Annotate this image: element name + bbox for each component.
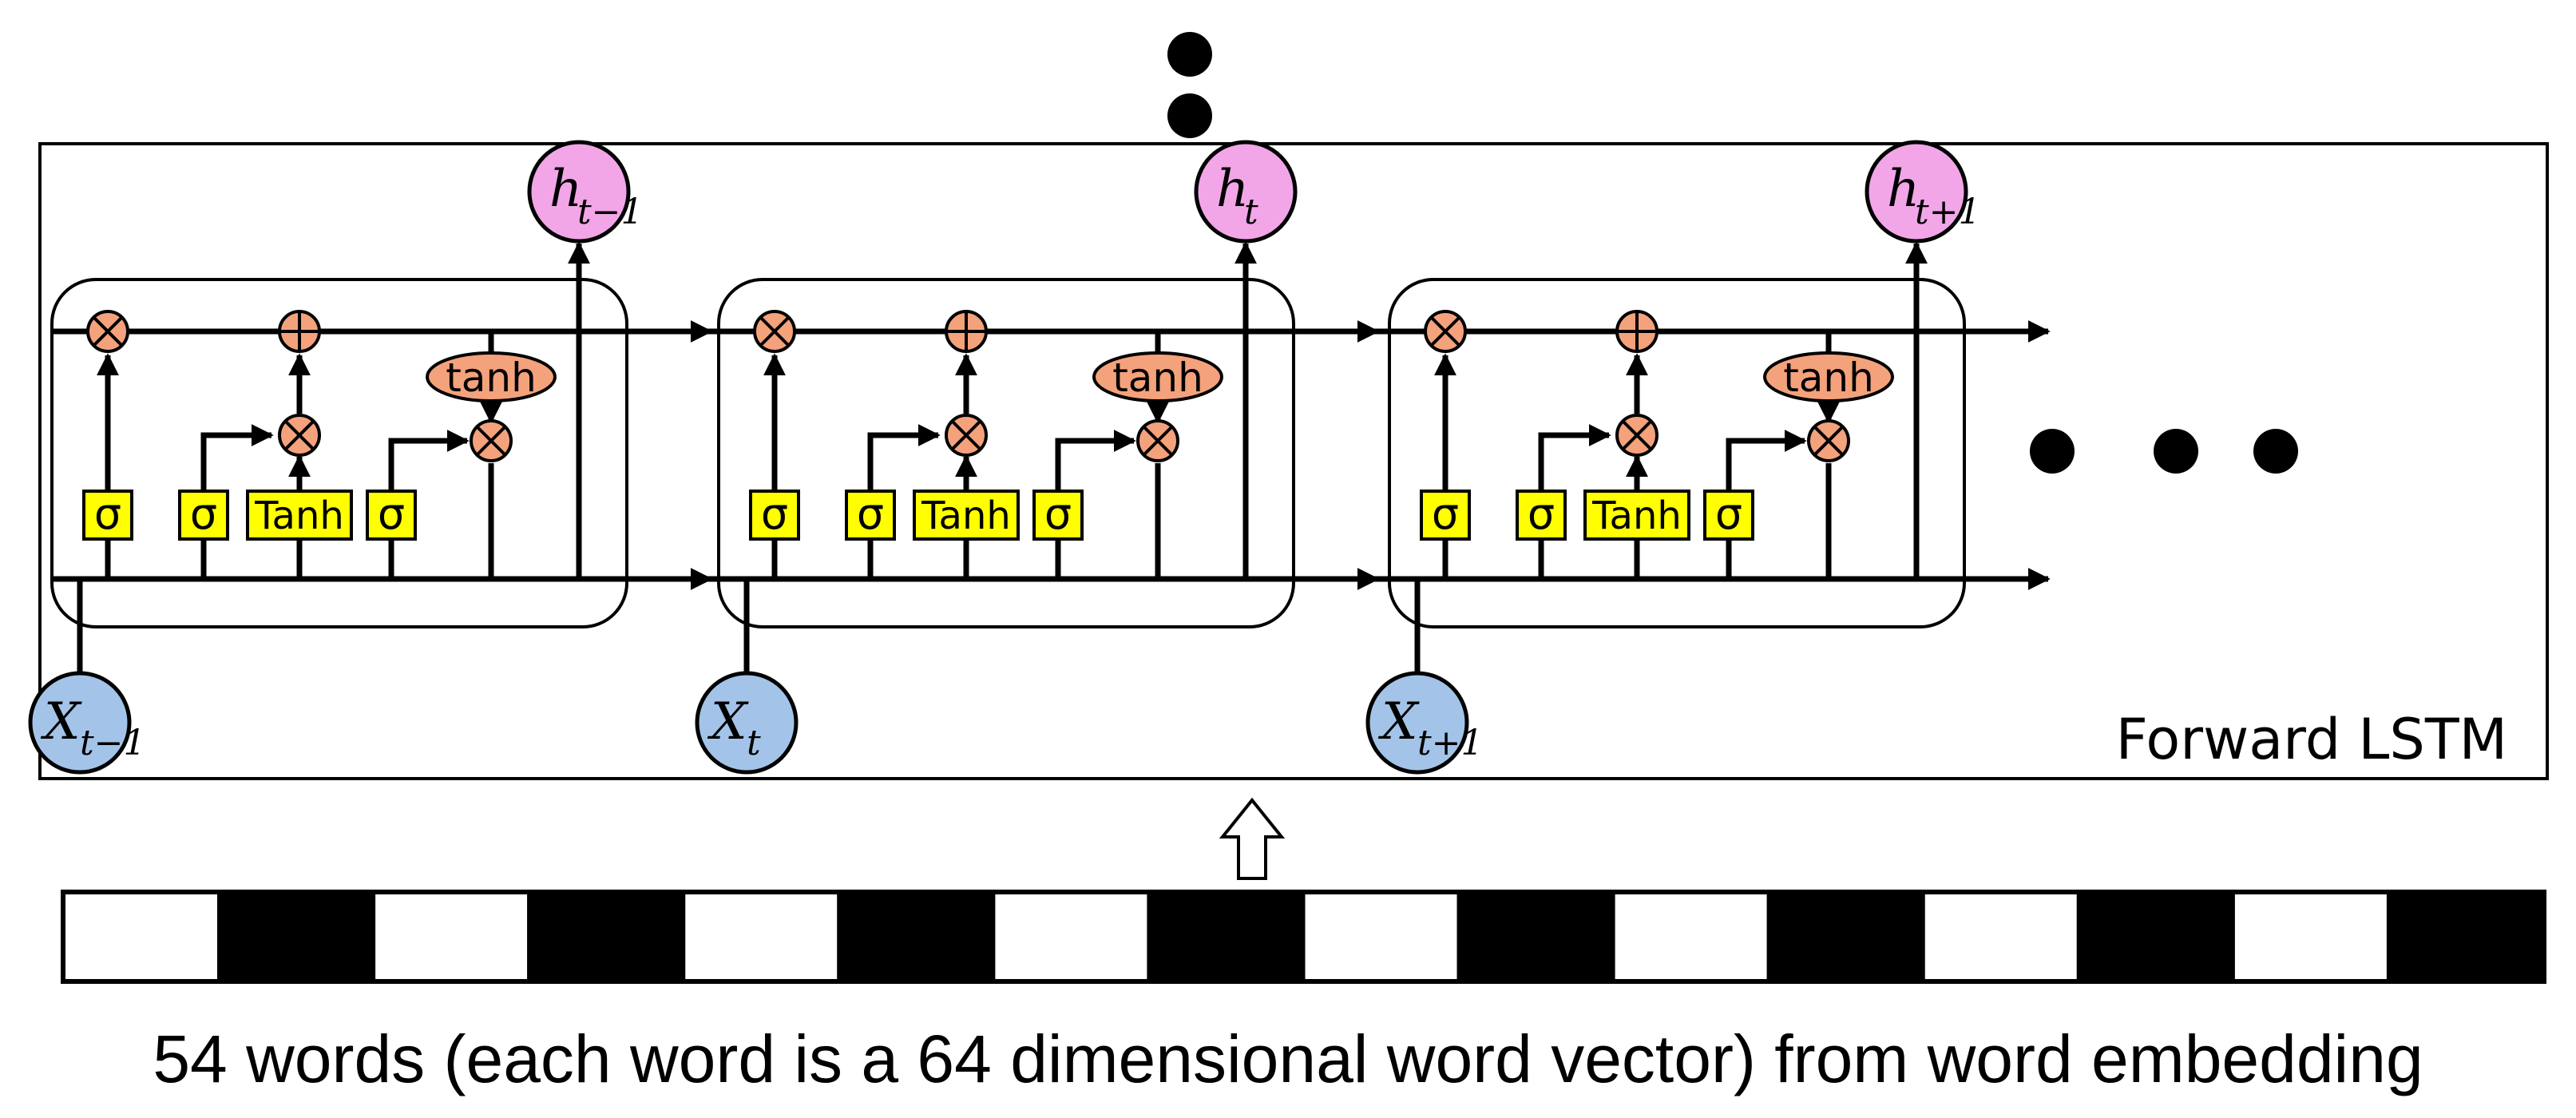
input-subscript: t <box>747 723 761 763</box>
strip-segment <box>1921 891 2080 982</box>
right-ellipsis-dot-1 <box>2030 429 2075 474</box>
word-embedding-strip <box>61 890 2546 984</box>
gate-label-3: Tanh <box>1591 494 1682 538</box>
gate-box-4 <box>366 490 417 541</box>
tanh-op <box>1763 351 1894 402</box>
gate-box-2 <box>1516 490 1567 541</box>
gate-box-1 <box>749 490 800 541</box>
input-subscript: t+1 <box>1417 723 1484 763</box>
gate-label-2: σ <box>1528 489 1555 539</box>
cell-frame <box>1388 278 1966 628</box>
hidden-state-subscript: t−1 <box>577 192 644 232</box>
input-label: X <box>707 692 749 751</box>
strip-segment <box>2076 891 2235 982</box>
multiply-icon-stroke <box>951 420 981 450</box>
strip-segment <box>1147 891 1306 982</box>
tanh-label: tanh <box>446 355 537 401</box>
strip-segment <box>527 891 686 982</box>
forward-lstm-panel <box>38 142 2549 780</box>
top-ellipsis-dot-2 <box>1167 93 1212 138</box>
gate-box-3 <box>246 490 353 541</box>
right-ellipsis-dot-3 <box>2253 429 2298 474</box>
multiply-icon-stroke <box>93 316 123 347</box>
hidden-state-subscript: t <box>1244 192 1258 232</box>
input-up-arrow <box>1219 797 1286 880</box>
gate-label-2: σ <box>190 489 217 539</box>
hidden-state-node <box>527 140 631 244</box>
input-subscript: t−1 <box>80 723 146 763</box>
input-label: X <box>1377 692 1420 751</box>
strip-segment <box>992 891 1151 982</box>
input-gate-line <box>867 424 941 491</box>
gate-box-4 <box>1703 490 1754 541</box>
hidden-state-label: h <box>1887 160 1920 219</box>
strip-segment <box>837 891 996 982</box>
multiply-icon-stroke <box>759 316 790 347</box>
gate-label-1: σ <box>94 489 121 539</box>
gate-label-4: σ <box>378 489 405 539</box>
strip-segment <box>217 891 376 982</box>
strip-segment <box>1302 891 1460 982</box>
tanh-op <box>1092 351 1223 402</box>
gate-label-1: σ <box>761 489 788 539</box>
tanh-label: tanh <box>1112 355 1203 401</box>
hidden-state-label: h <box>549 160 582 219</box>
gate-box-2 <box>178 490 229 541</box>
hidden-state-node <box>1194 140 1298 244</box>
gate-box-1 <box>82 490 133 541</box>
multiply-icon-stroke <box>284 420 315 450</box>
strip-segment <box>2386 891 2545 982</box>
output-gate-line <box>388 430 470 491</box>
strip-segment <box>1611 891 1770 982</box>
gate-box-2 <box>845 490 896 541</box>
multiply-icon-stroke <box>1430 316 1460 347</box>
strip-segment <box>372 891 531 982</box>
gate-box-3 <box>913 490 1020 541</box>
input-node <box>28 671 132 775</box>
multiply-icon-stroke <box>1622 420 1652 450</box>
tanh-label: tanh <box>1783 355 1874 401</box>
input-node <box>1365 671 1469 775</box>
input-gate-line <box>200 424 274 491</box>
gate-label-2: σ <box>857 489 884 539</box>
output-gate-line <box>1055 430 1136 491</box>
cell-frame <box>50 278 628 628</box>
input-label: X <box>40 692 82 751</box>
gate-box-1 <box>1420 490 1471 541</box>
right-ellipsis-dot-2 <box>2154 429 2198 474</box>
gate-label-3: Tanh <box>254 494 344 538</box>
gate-box-3 <box>1583 490 1690 541</box>
cell-frame <box>717 278 1295 628</box>
panel-label: Forward LSTM <box>2116 707 2507 772</box>
input-node <box>695 671 799 775</box>
top-ellipsis-dot-1 <box>1167 32 1212 77</box>
tanh-op <box>426 351 557 402</box>
input-gate-line <box>1538 424 1611 491</box>
multiply-icon-stroke <box>1143 426 1173 456</box>
strip-segment <box>1766 891 1925 982</box>
gate-label-1: σ <box>1432 489 1459 539</box>
gate-label-4: σ <box>1715 489 1742 539</box>
gate-box-4 <box>1032 490 1084 541</box>
gate-label-4: σ <box>1044 489 1072 539</box>
strip-segment <box>2231 891 2390 982</box>
strip-segment <box>682 891 841 982</box>
hidden-state-node <box>1865 140 1968 244</box>
gate-label-3: Tanh <box>921 494 1011 538</box>
strip-segment <box>62 891 221 982</box>
multiply-icon-stroke <box>476 426 506 456</box>
hidden-state-label: h <box>1216 160 1249 219</box>
hidden-state-subscript: t+1 <box>1915 192 1981 232</box>
multiply-icon-stroke <box>1813 426 1844 456</box>
caption: 54 words (each word is a 64 dimensional … <box>153 1021 2423 1096</box>
output-gate-line <box>1726 430 1807 491</box>
strip-segment <box>1456 891 1615 982</box>
